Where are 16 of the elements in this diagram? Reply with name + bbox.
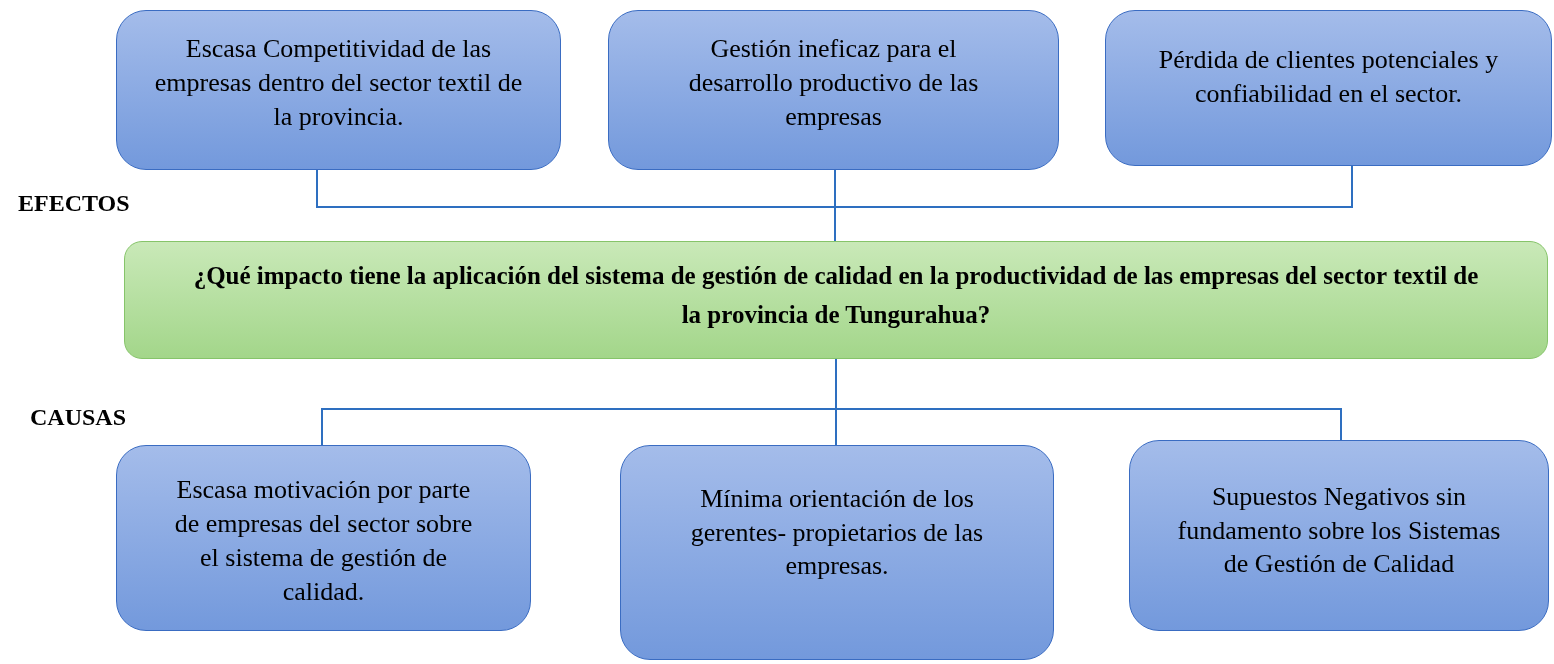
box-text: Escasa motivación por parte de empresas del sector sobre el sistema de gestión de calidad.: [173, 474, 474, 608]
box-text: Pérdida de clientes potenciales y confiabilidad en el sector.: [1157, 44, 1500, 110]
box-text: Mínima orientación de los gerentes- propietarios de las empresas.: [689, 482, 985, 583]
problem-box: [124, 241, 1548, 359]
cause-box: [620, 445, 1054, 660]
box-text: ¿Qué impacto tiene la aplicación del sistema de gestión de calidad en la productividad de las empresas del sector textil de la provincia de Tungurahua?: [192, 261, 1480, 330]
section-label: EFECTOS: [18, 190, 130, 217]
cause-box: [1129, 440, 1549, 631]
effect-box: [116, 10, 561, 170]
box-text: Escasa Competitividad de las empresas dentro del sector textil de la provincia.: [153, 33, 524, 133]
effect-box: [1105, 10, 1552, 166]
cause-box: [116, 445, 531, 631]
section-label: CAUSAS: [30, 404, 127, 431]
effect-box: [608, 10, 1059, 170]
box-text: Gestión ineficaz para el desarrollo productivo de las empresas: [687, 33, 980, 133]
box-text: Supuestos Negativos sin fundamento sobre los Sistemas de Gestión de Calidad: [1176, 480, 1502, 581]
